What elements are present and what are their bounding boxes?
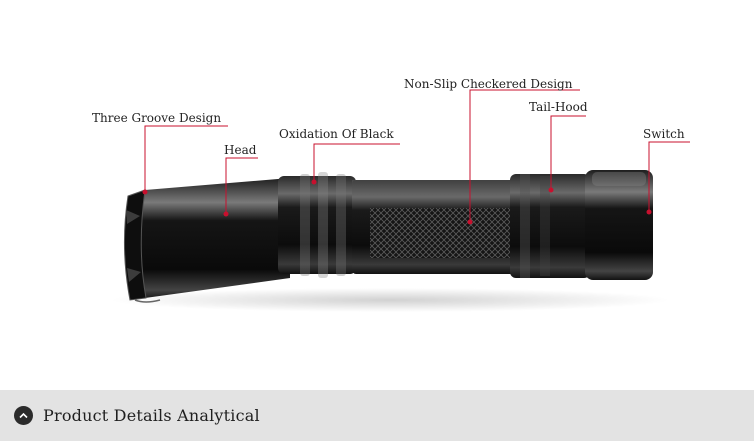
callout-head: Head <box>224 143 257 157</box>
callout-non-slip: Non-Slip Checkered Design <box>404 77 573 91</box>
checkered-body <box>352 180 522 274</box>
drop-shadow <box>110 288 670 312</box>
oxidation-rings <box>278 172 356 278</box>
chevron-up-icon[interactable] <box>14 406 33 425</box>
callout-tail-hood: Tail-Hood <box>529 100 588 114</box>
switch-cap <box>585 170 653 280</box>
callout-switch: Switch <box>643 127 685 141</box>
footer-section-bar: Product Details Analytical <box>0 390 754 441</box>
callout-dots <box>142 179 652 225</box>
flashlight-head <box>123 178 290 303</box>
flashlight-figure: Three Groove Design Head Oxidation Of Bl… <box>92 77 690 312</box>
section-title: Product Details Analytical <box>43 406 260 425</box>
tail-hood <box>510 174 590 278</box>
callout-lines <box>144 89 690 222</box>
callout-three-groove: Three Groove Design <box>92 111 221 125</box>
callout-oxidation: Oxidation Of Black <box>279 127 394 141</box>
